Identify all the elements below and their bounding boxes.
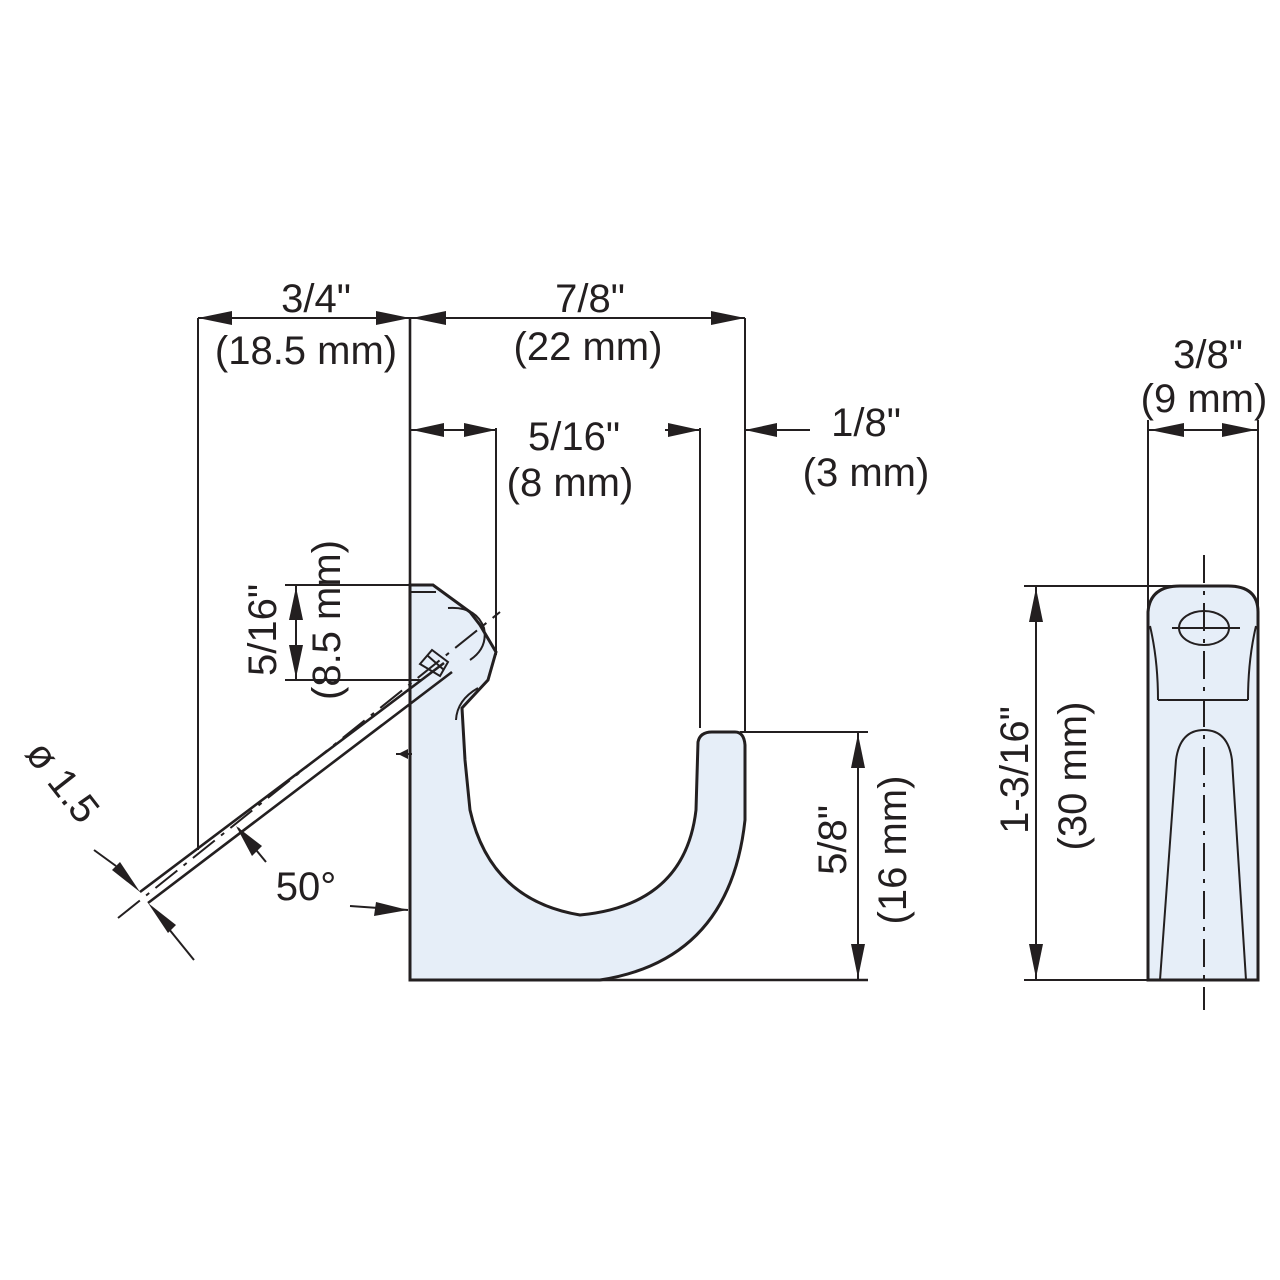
- throat-offset-inch: 5/16": [528, 415, 620, 459]
- dim-side-height: 1-3/16" (30 mm): [993, 585, 1176, 981]
- side-width-mm: (9 mm): [1141, 377, 1268, 421]
- tip-height-inch: 5/8": [811, 805, 855, 875]
- hook-width-inch: 7/8": [555, 277, 625, 321]
- hook-body: [408, 583, 747, 982]
- dim-overall-depth: 3/4" (18.5 mm): [197, 277, 410, 850]
- dim-hook-width: 7/8" (22 mm): [410, 277, 745, 369]
- dim-tip-thickness: 1/8" (3 mm): [665, 401, 929, 495]
- hole-height-inch: 5/16": [241, 584, 285, 676]
- hook-front-view: [396, 318, 868, 982]
- pin-diameter-label: ø 1.5: [17, 733, 108, 832]
- dim-tip-height: 5/8" (16 mm): [811, 732, 915, 980]
- throat-offset-mm: (8 mm): [507, 461, 634, 505]
- side-height-inch: 1-3/16": [993, 706, 1037, 834]
- tip-thickness-inch: 1/8": [831, 401, 901, 445]
- dim-side-width: 3/8" (9 mm): [1141, 333, 1268, 437]
- hook-side-view: [1146, 420, 1260, 1010]
- dim-pin-diameter: ø 1.5: [17, 733, 195, 961]
- tip-height-mm: (16 mm): [871, 776, 915, 925]
- overall-depth-inch: 3/4": [281, 277, 351, 321]
- dim-hole-height: 5/16" (8.5 mm): [241, 540, 422, 700]
- side-width-inch: 3/8": [1173, 333, 1243, 377]
- side-height-mm: (30 mm): [1051, 702, 1095, 851]
- hook-width-mm: (22 mm): [514, 325, 663, 369]
- pin-angle-label: 50°: [276, 865, 337, 909]
- dim-pin-angle: 50°: [236, 826, 409, 916]
- overall-depth-mm: (18.5 mm): [215, 329, 397, 373]
- tip-thickness-mm: (3 mm): [803, 451, 930, 495]
- dim-throat-offset: 5/16" (8 mm): [410, 415, 633, 505]
- hole-height-mm: (8.5 mm): [305, 540, 349, 700]
- pin: [117, 611, 501, 919]
